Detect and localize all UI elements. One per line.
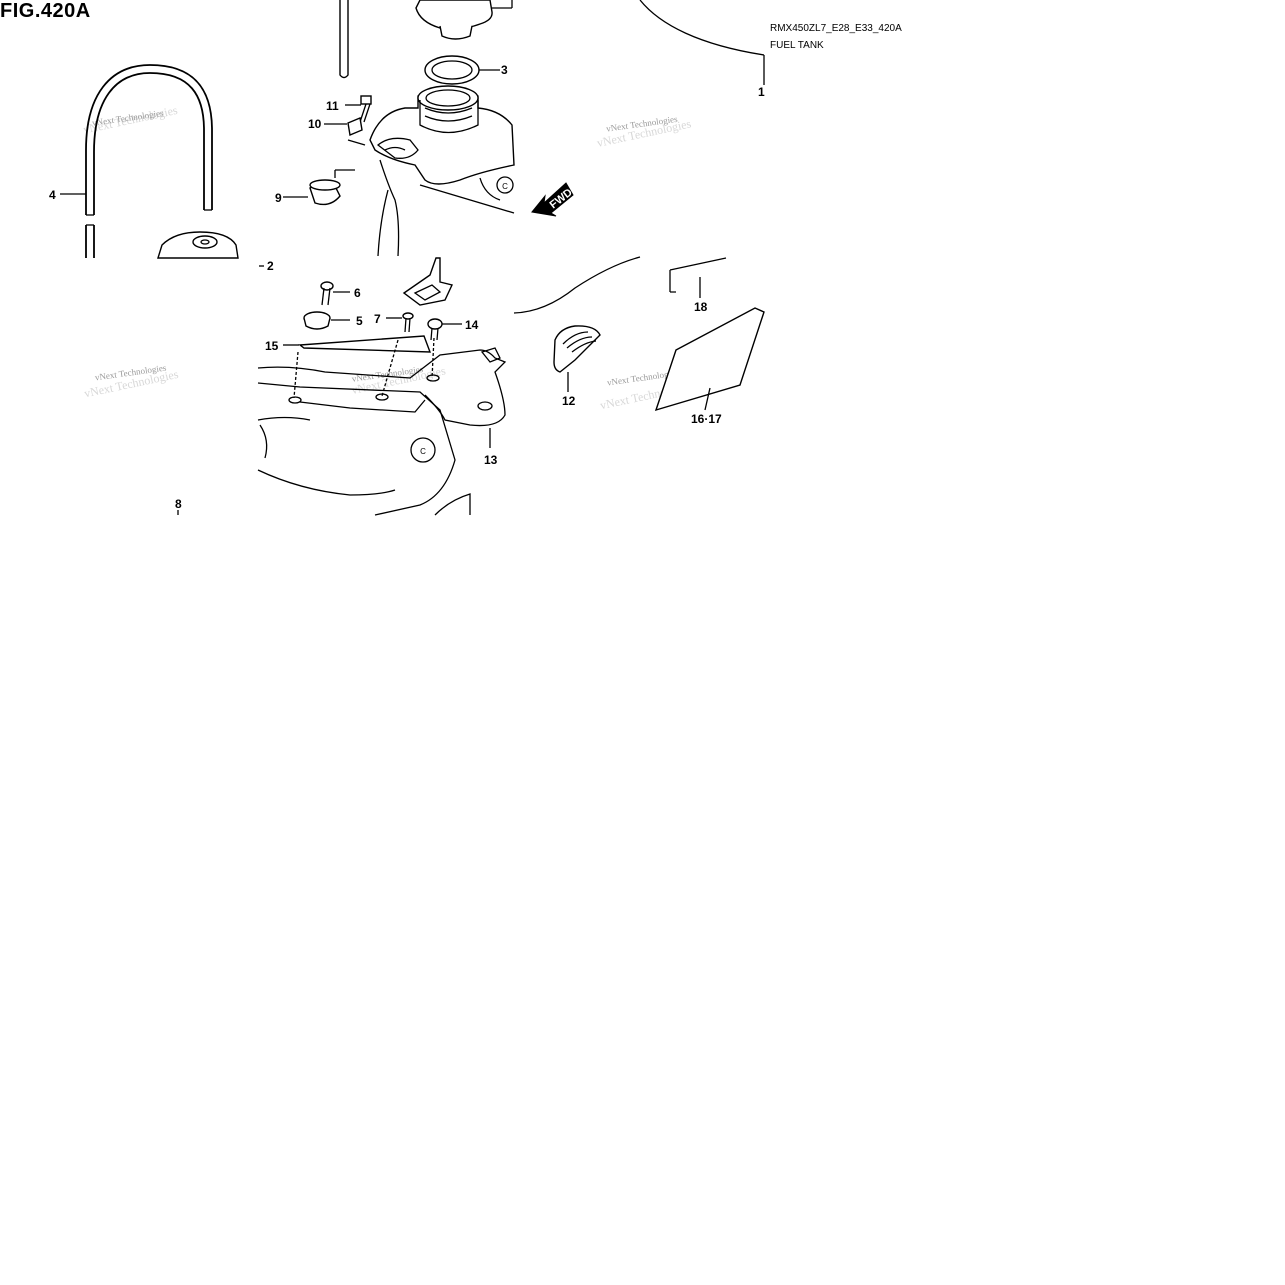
fwd-arrow: FWD bbox=[531, 182, 575, 217]
callout-1: 1 bbox=[758, 85, 765, 99]
callout-10: 10 bbox=[308, 117, 322, 131]
fuel-cap-top bbox=[415, 0, 513, 40]
callout-8: 8 bbox=[175, 497, 182, 511]
mount-cushion bbox=[324, 117, 366, 146]
figure-title: FIG.420A bbox=[0, 0, 91, 22]
fuel-cap bbox=[157, 231, 239, 259]
watermark-2: vNext Technologies vNext Technologies bbox=[596, 114, 693, 150]
label-plate bbox=[669, 257, 727, 298]
callout-15: 15 bbox=[265, 339, 279, 353]
callout-2: 2 bbox=[267, 259, 274, 273]
callout-11: 11 bbox=[326, 99, 339, 113]
fuel-tank-body: C bbox=[369, 85, 515, 257]
vent-pipe-top bbox=[339, 0, 349, 79]
tank-side-curve bbox=[513, 256, 641, 314]
screw-14 bbox=[427, 318, 462, 341]
figure-name: FUEL TANK bbox=[770, 40, 824, 51]
callout-5: 5 bbox=[356, 314, 363, 328]
callout-6: 6 bbox=[354, 286, 361, 300]
callout-12: 12 bbox=[562, 394, 576, 408]
clip bbox=[402, 257, 453, 306]
callout-4: 4 bbox=[49, 188, 56, 202]
callout-16-17: 16·17 bbox=[691, 412, 722, 426]
svg-text:C: C bbox=[502, 182, 508, 191]
figure-code: RMX450ZL7_E28_E33_420A bbox=[770, 23, 902, 34]
grommet bbox=[283, 169, 355, 206]
callout-9: 9 bbox=[275, 191, 282, 205]
callout-7: 7 bbox=[374, 312, 381, 326]
gasket-ring bbox=[424, 55, 500, 85]
tank-pad bbox=[553, 325, 601, 392]
mounting-plate bbox=[283, 335, 435, 399]
screw-6 bbox=[320, 281, 350, 306]
screw-7 bbox=[386, 312, 414, 333]
callout-14: 14 bbox=[465, 318, 479, 332]
svg-text:C: C bbox=[420, 447, 426, 456]
breather-hose bbox=[85, 64, 213, 258]
fuel-tank-outline bbox=[639, 0, 765, 85]
callout-18: 18 bbox=[694, 300, 708, 314]
side-decal bbox=[654, 307, 765, 412]
frame-bracket: C bbox=[257, 347, 507, 516]
watermark-3: vNext Technologies vNext Technologies bbox=[83, 362, 180, 400]
bolt bbox=[345, 95, 372, 123]
callout-13: 13 bbox=[484, 453, 498, 467]
washer bbox=[303, 311, 350, 330]
callout-3: 3 bbox=[501, 63, 508, 77]
